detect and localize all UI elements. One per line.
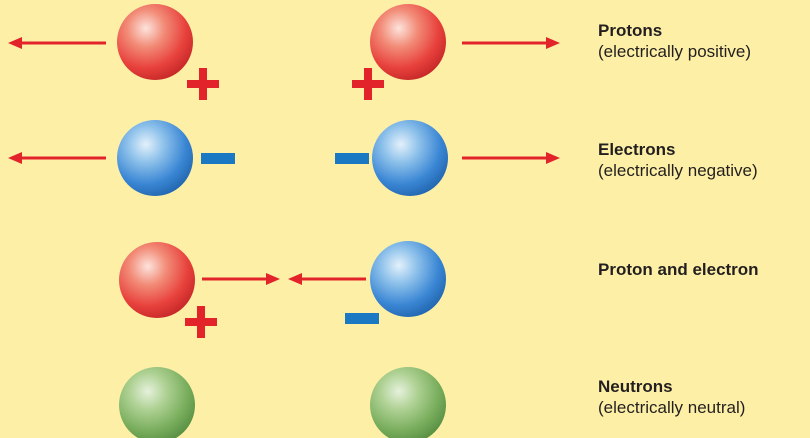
- row-proton-electron: [119, 241, 446, 338]
- neutron-sphere: [119, 367, 195, 438]
- label-title: Proton and electron: [598, 260, 759, 279]
- arrowhead-left: [8, 152, 22, 164]
- label-electrons: Electrons (electrically negative): [598, 139, 758, 181]
- plus-sign: [187, 68, 219, 100]
- arrowhead-left: [288, 273, 302, 285]
- proton-sphere: [117, 4, 193, 80]
- label-neutrons: Neutrons (electrically neutral): [598, 376, 745, 418]
- proton-sphere: [370, 4, 446, 80]
- label-protons: Protons (electrically positive): [598, 20, 751, 62]
- label-title: Neutrons: [598, 377, 673, 396]
- electron-sphere: [370, 241, 446, 317]
- arrowhead-left: [8, 37, 22, 49]
- label-description: (electrically neutral): [598, 398, 746, 417]
- label-description: (electrically positive): [598, 42, 752, 61]
- row-electrons: [8, 120, 560, 196]
- electron-sphere: [117, 120, 193, 196]
- neutron-sphere: [370, 367, 446, 438]
- minus-sign: [345, 313, 379, 324]
- label-proton-electron: Proton and electron: [598, 259, 759, 280]
- minus-sign: [201, 153, 235, 164]
- electron-sphere: [372, 120, 448, 196]
- label-title: Electrons: [598, 140, 676, 159]
- arrowhead-right: [266, 273, 280, 285]
- plus-sign: [185, 306, 217, 338]
- label-description: (electrically negative): [598, 161, 758, 180]
- minus-sign: [335, 153, 369, 164]
- arrowhead-right: [546, 152, 560, 164]
- row-protons: [8, 4, 560, 100]
- arrowhead-right: [546, 37, 560, 49]
- label-title: Protons: [598, 21, 663, 40]
- proton-sphere: [119, 242, 195, 318]
- row-neutrons: [119, 367, 446, 438]
- plus-sign: [352, 68, 384, 100]
